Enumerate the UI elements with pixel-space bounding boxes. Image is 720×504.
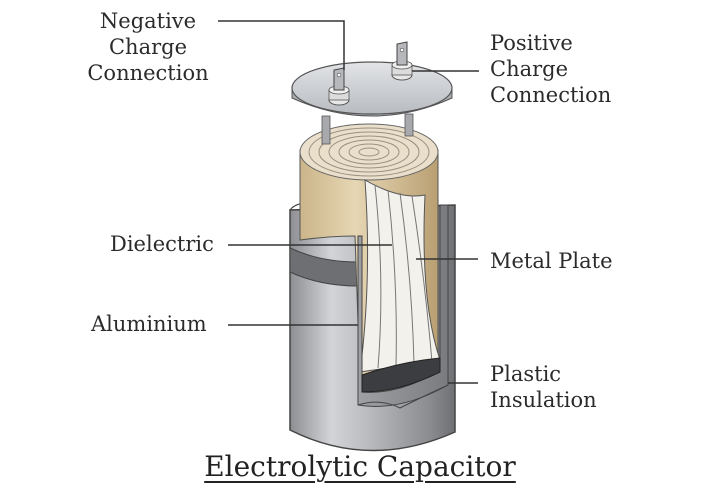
label-line: Insulation: [490, 388, 597, 412]
label-aluminium: Aluminium: [91, 312, 207, 336]
label-positive-charge-connection: Positive Charge Connection: [490, 30, 611, 108]
label-dielectric: Dielectric: [110, 232, 214, 256]
cutaway-inner: [357, 204, 449, 409]
label-line: Connection: [490, 83, 612, 107]
label-line: Connection: [87, 61, 209, 85]
metal-plate-strips: [359, 179, 441, 373]
positive-terminal: [391, 41, 413, 81]
diagram-title: Electrolytic Capacitor: [0, 450, 720, 484]
label-line: Positive: [490, 31, 573, 55]
diagram-title-text: Electrolytic Capacitor: [204, 450, 516, 483]
label-line: Plastic: [490, 362, 562, 386]
leader-negative: [218, 20, 345, 70]
label-line: Negative: [99, 9, 197, 33]
label-line: Charge: [490, 57, 569, 81]
label-negative-charge-connection: Negative Charge Connection: [78, 8, 218, 86]
label-metal-plate: Metal Plate: [490, 249, 613, 273]
label-plastic-insulation: Plastic Insulation: [490, 361, 597, 413]
negative-terminal: [328, 67, 350, 106]
label-line: Charge: [108, 35, 188, 59]
